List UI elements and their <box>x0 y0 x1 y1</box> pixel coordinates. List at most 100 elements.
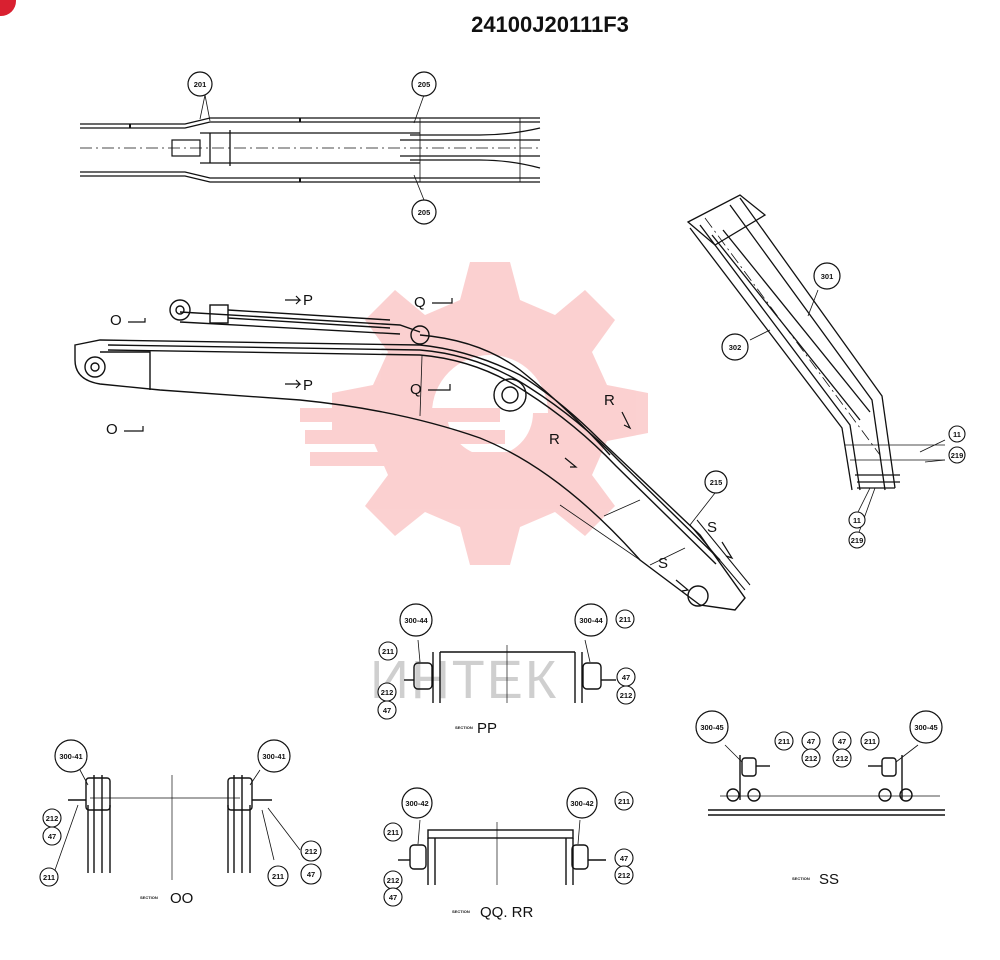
svg-text:302: 302 <box>729 343 742 352</box>
callout-219: 219 <box>948 446 966 464</box>
svg-text:47: 47 <box>48 832 56 841</box>
svg-text:211: 211 <box>619 615 631 624</box>
callout-212: 212 <box>801 748 821 768</box>
callout-47: 47 <box>42 826 62 846</box>
callout-211: 211 <box>614 791 634 811</box>
svg-text:300-41: 300-41 <box>59 752 82 761</box>
section-labels: SECTION PP SECTION OO SECTION QQ. RR SEC… <box>140 720 839 921</box>
section-ss-word: SECTION <box>792 876 810 881</box>
callout-211: 211 <box>39 867 59 887</box>
svg-text:212: 212 <box>805 754 818 763</box>
callout-211: 211 <box>860 731 880 751</box>
section-pp-word: SECTION <box>455 725 473 730</box>
callout-300-41: 300-41 <box>54 739 88 773</box>
section-marker-O-lower: O <box>106 421 118 438</box>
callout-211: 211 <box>267 865 289 887</box>
section-marker-Q-lower: Q <box>410 381 422 398</box>
section-cut-markers: O O P P Q Q R R S S <box>106 292 734 592</box>
svg-text:300-42: 300-42 <box>570 799 593 808</box>
svg-text:211: 211 <box>618 797 630 806</box>
section-pp-label: PP <box>477 720 497 737</box>
callout-300-45: 300-45 <box>695 710 729 744</box>
svg-text:47: 47 <box>622 673 630 682</box>
svg-text:205: 205 <box>418 208 431 217</box>
svg-text:300-42: 300-42 <box>405 799 428 808</box>
section-marker-R-upper: R <box>604 392 615 409</box>
callout-215: 215 <box>704 470 728 494</box>
svg-text:47: 47 <box>389 893 397 902</box>
svg-text:300-41: 300-41 <box>262 752 285 761</box>
callout-300-42: 300-42 <box>566 787 598 819</box>
callout-211: 211 <box>378 641 398 661</box>
svg-text:211: 211 <box>382 647 394 656</box>
svg-text:211: 211 <box>43 873 55 882</box>
callout-301: 301 <box>813 262 841 290</box>
section-qq-rr-label: QQ. RR <box>480 904 534 921</box>
svg-text:11: 11 <box>953 430 961 439</box>
callout-211: 211 <box>615 609 635 629</box>
watermark-text: ИНТЕК <box>370 650 558 710</box>
callout-212: 212 <box>383 870 403 890</box>
arm-detail-view <box>686 194 946 536</box>
callout-47: 47 <box>383 887 403 907</box>
callout-11: 11 <box>948 425 966 443</box>
callout-302: 302 <box>721 333 749 361</box>
callout-219: 219 <box>848 531 866 549</box>
svg-text:212: 212 <box>46 814 59 823</box>
svg-text:300-44: 300-44 <box>404 616 428 625</box>
callout-211: 211 <box>383 822 403 842</box>
section-qq-rr-view <box>398 819 606 885</box>
section-oo-view <box>54 769 301 880</box>
callout-212: 212 <box>42 808 62 828</box>
svg-text:47: 47 <box>307 870 315 879</box>
boom-side-view <box>74 299 751 611</box>
svg-text:300-45: 300-45 <box>914 723 937 732</box>
svg-text:212: 212 <box>387 876 400 885</box>
top-plan-view <box>80 94 541 201</box>
callout-300-42: 300-42 <box>401 787 433 819</box>
callout-201: 201 <box>187 71 213 97</box>
svg-text:219: 219 <box>851 536 864 545</box>
section-ss-label: SS <box>819 871 839 888</box>
callout-47: 47 <box>616 667 636 687</box>
svg-text:211: 211 <box>864 737 876 746</box>
callout-300-44: 300-44 <box>574 603 608 637</box>
svg-text:212: 212 <box>618 871 631 880</box>
svg-text:212: 212 <box>836 754 849 763</box>
callout-212: 212 <box>300 840 322 862</box>
callout-212: 212 <box>614 865 634 885</box>
svg-text:47: 47 <box>383 706 391 715</box>
callout-205: 205 <box>411 199 437 225</box>
callout-47: 47 <box>300 863 322 885</box>
callout-47: 47 <box>832 731 852 751</box>
callout-47: 47 <box>801 731 821 751</box>
section-marker-O-upper: O <box>110 312 122 329</box>
section-oo-word: SECTION <box>140 895 158 900</box>
callout-bubbles: 201 205 205 301 302 11 219 11 219 215 30… <box>39 71 966 907</box>
svg-text:211: 211 <box>272 872 284 881</box>
callout-47: 47 <box>614 848 634 868</box>
callout-212: 212 <box>832 748 852 768</box>
callout-11: 11 <box>848 511 866 529</box>
svg-text:201: 201 <box>194 80 207 89</box>
section-marker-S-upper: S <box>707 519 717 536</box>
svg-text:212: 212 <box>305 847 318 856</box>
callout-47: 47 <box>377 700 397 720</box>
section-marker-S-lower: S <box>658 555 668 572</box>
svg-text:211: 211 <box>387 828 399 837</box>
section-pp-view <box>404 639 616 703</box>
section-marker-R-lower: R <box>549 431 560 448</box>
svg-text:301: 301 <box>821 272 834 281</box>
svg-text:205: 205 <box>418 80 431 89</box>
callout-300-41: 300-41 <box>257 739 291 773</box>
svg-text:219: 219 <box>951 451 964 460</box>
callout-212: 212 <box>616 685 636 705</box>
diagram-title: 24100J20111F3 <box>471 12 629 37</box>
watermark-gear-icon <box>300 262 648 565</box>
callout-212: 212 <box>377 682 397 702</box>
section-marker-Q-upper: Q <box>414 294 426 311</box>
callout-205: 205 <box>411 71 437 97</box>
svg-text:47: 47 <box>807 737 815 746</box>
